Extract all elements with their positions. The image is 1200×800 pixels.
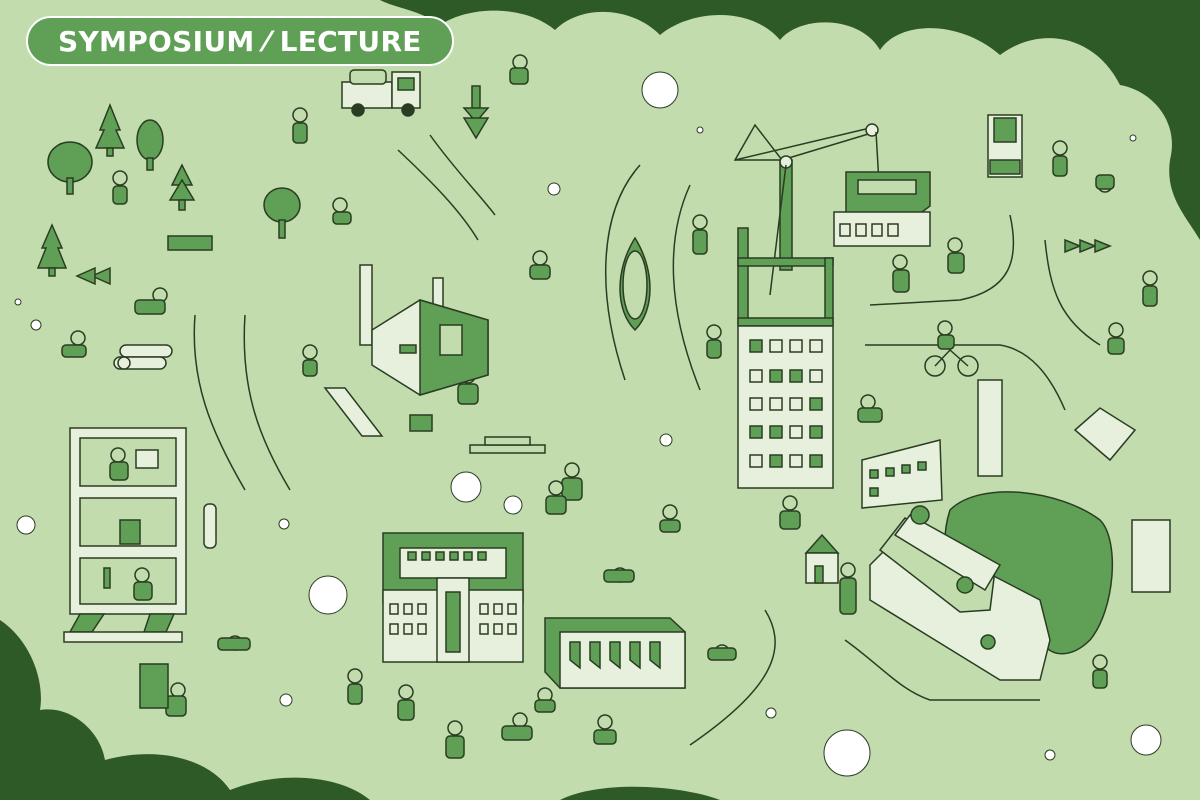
building-icon [544, 617, 686, 689]
path-lines [193, 134, 1101, 746]
boat-icon [619, 236, 651, 332]
building-icon [382, 532, 524, 663]
crane-icon [733, 123, 881, 296]
building-icon [804, 379, 1171, 593]
person-icon [61, 54, 1158, 759]
building-icon [323, 264, 489, 437]
foliage-top-right [380, 0, 1200, 240]
foliage-bottom-right [560, 786, 720, 800]
park [869, 491, 1114, 681]
section-badge: SYMPOSIUM ⁄ LECTURE [26, 16, 454, 66]
truck-icon [341, 69, 421, 117]
steps [469, 436, 546, 454]
bubble-icon [14, 71, 1162, 777]
tree-icon [36, 102, 301, 277]
arrow-icon [75, 85, 1113, 286]
truck-icon [987, 114, 1023, 178]
building-icon [737, 171, 931, 489]
bicycle-icon [924, 320, 979, 377]
foliage-bottom [0, 620, 370, 800]
log-pile [113, 235, 213, 370]
building-icon [63, 427, 217, 709]
